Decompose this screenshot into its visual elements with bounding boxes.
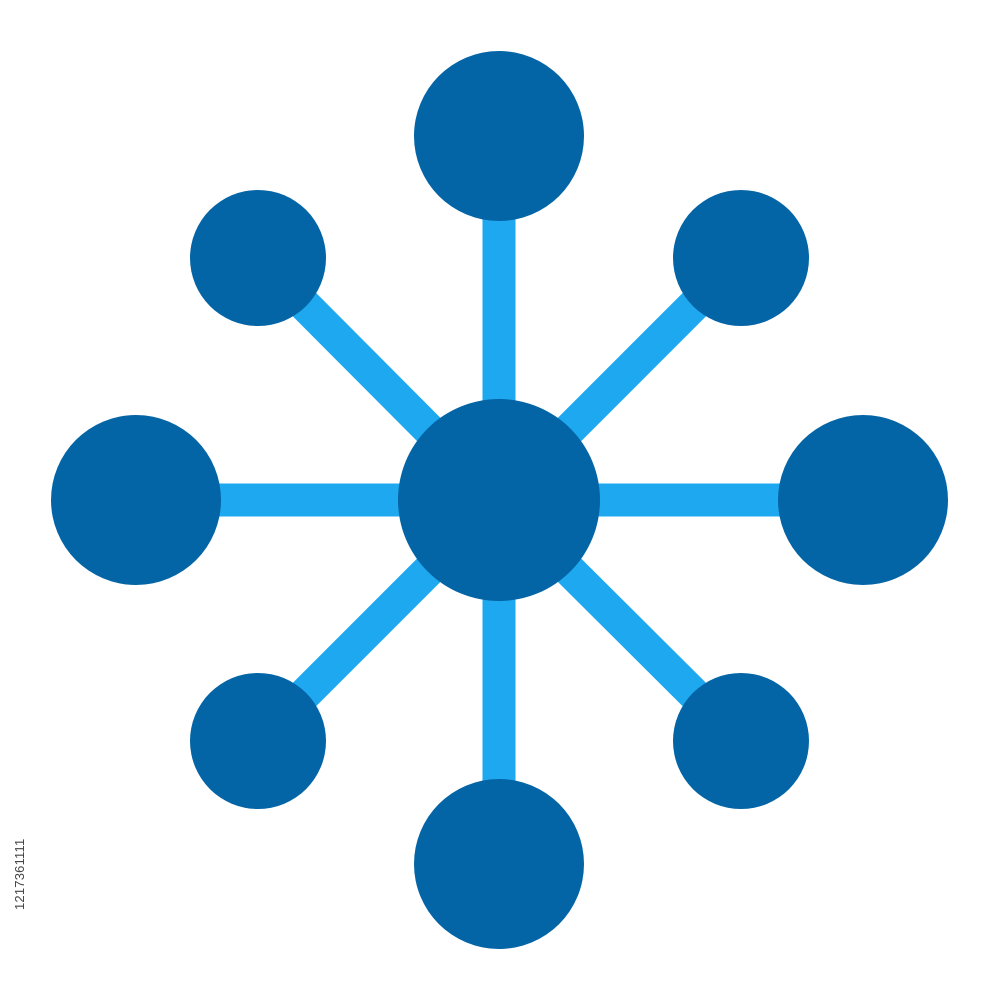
- node-bottom-right: [673, 673, 809, 809]
- node-left: [51, 415, 221, 585]
- node-center: [398, 399, 600, 601]
- node-top-right: [673, 190, 809, 326]
- nodes: [51, 51, 948, 949]
- node-top: [414, 51, 584, 221]
- node-bottom: [414, 779, 584, 949]
- node-right: [778, 415, 948, 585]
- stock-id-label: 1217361111: [12, 838, 27, 910]
- node-bottom-left: [190, 673, 326, 809]
- node-top-left: [190, 190, 326, 326]
